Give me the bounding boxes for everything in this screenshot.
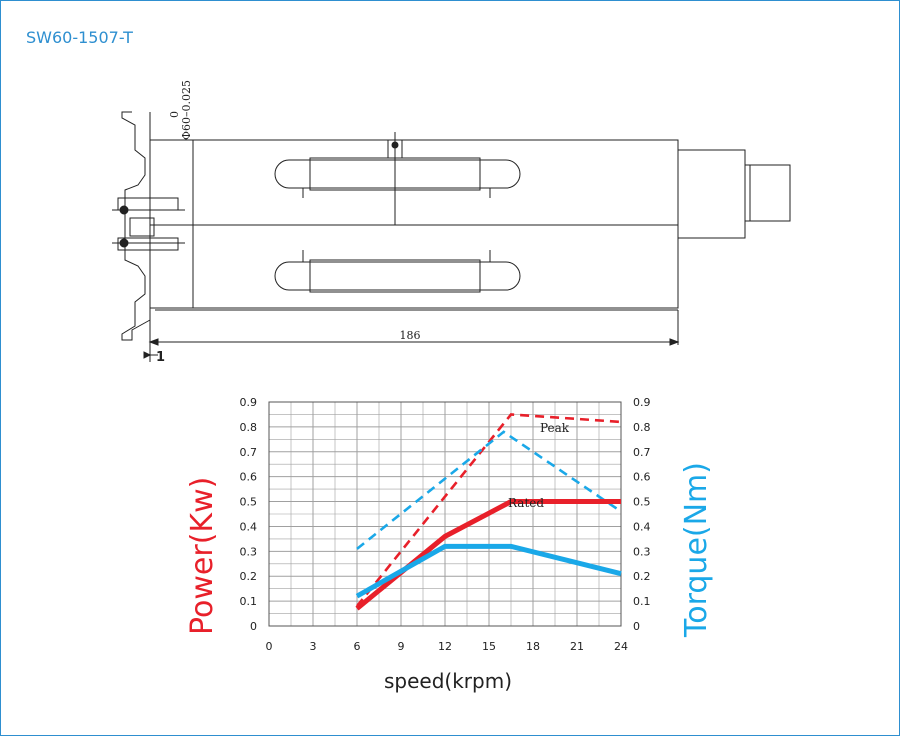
y-tick-right: 0.7 [633, 446, 651, 459]
x-ticks: 0 3 6 9 12 15 18 21 24 [266, 640, 629, 653]
y-tick-right: 0.4 [633, 520, 651, 533]
x-tick: 12 [438, 640, 452, 653]
torque-dashed-line [356, 430, 622, 550]
peak-annotation: Peak [540, 421, 570, 435]
y-tick-left: 0.9 [240, 396, 258, 409]
front-flange [121, 111, 151, 341]
x-tick: 15 [482, 640, 496, 653]
y-tick-left: 0.2 [240, 570, 258, 583]
rear-connector [744, 164, 791, 222]
y-tick-left: 0.3 [240, 545, 258, 558]
y-tick-right: 0 [633, 620, 640, 633]
motor-body [149, 139, 679, 309]
flange-dim-label: 1 [156, 350, 165, 365]
y-tick-right: 0.5 [633, 496, 651, 509]
torque-solid-line [355, 543, 622, 599]
length-dim-label: 186 [400, 329, 421, 342]
slot-lower [274, 261, 521, 291]
y-tick-right: 0.3 [633, 545, 651, 558]
x-tick: 18 [526, 640, 540, 653]
y-tick-left: 0.5 [240, 496, 258, 509]
slot-upper [274, 159, 521, 189]
y-ticks-right: 0 0.1 0.2 0.3 0.4 0.5 0.6 0.7 0.8 0.9 [633, 396, 651, 633]
shaft-dim-label: Φ60–0.025 [180, 80, 193, 140]
x-axis-label: speed(krpm) [384, 669, 512, 693]
model-title: SW60-1507-T [26, 28, 133, 47]
y-tick-right: 0.6 [633, 471, 651, 484]
y-tick-left: 0.6 [240, 471, 258, 484]
y-tick-right: 0.2 [633, 570, 651, 583]
y-tick-right: 0.1 [633, 595, 651, 608]
x-tick: 24 [614, 640, 628, 653]
y-tick-left: 0.8 [240, 421, 258, 434]
y-tick-right: 0.8 [633, 421, 651, 434]
y-tick-left: 0.7 [240, 446, 258, 459]
plot-border [268, 401, 622, 627]
power-dashed-line [355, 413, 622, 607]
y-ticks-left: 0 0.1 0.2 0.3 0.4 0.5 0.6 0.7 0.8 0.9 [240, 396, 258, 633]
rated-annotation: Rated [508, 496, 544, 510]
x-tick: 0 [266, 640, 273, 653]
y-tick-right: 0.9 [633, 396, 651, 409]
x-tick: 3 [310, 640, 317, 653]
x-tick: 21 [570, 640, 584, 653]
y-tick-left: 0.4 [240, 520, 258, 533]
y-axis-left-label: Power(Kw) [185, 477, 220, 635]
x-tick: 6 [354, 640, 361, 653]
y-tick-left: 0.1 [240, 595, 258, 608]
chart-series [355, 413, 622, 611]
y-axis-right-label: Torque(Nm) [679, 462, 714, 638]
chart-grid [268, 401, 622, 627]
shaft-dim-tolerance: 0 [168, 111, 181, 118]
x-tick: 9 [398, 640, 405, 653]
y-tick-left: 0 [250, 620, 257, 633]
